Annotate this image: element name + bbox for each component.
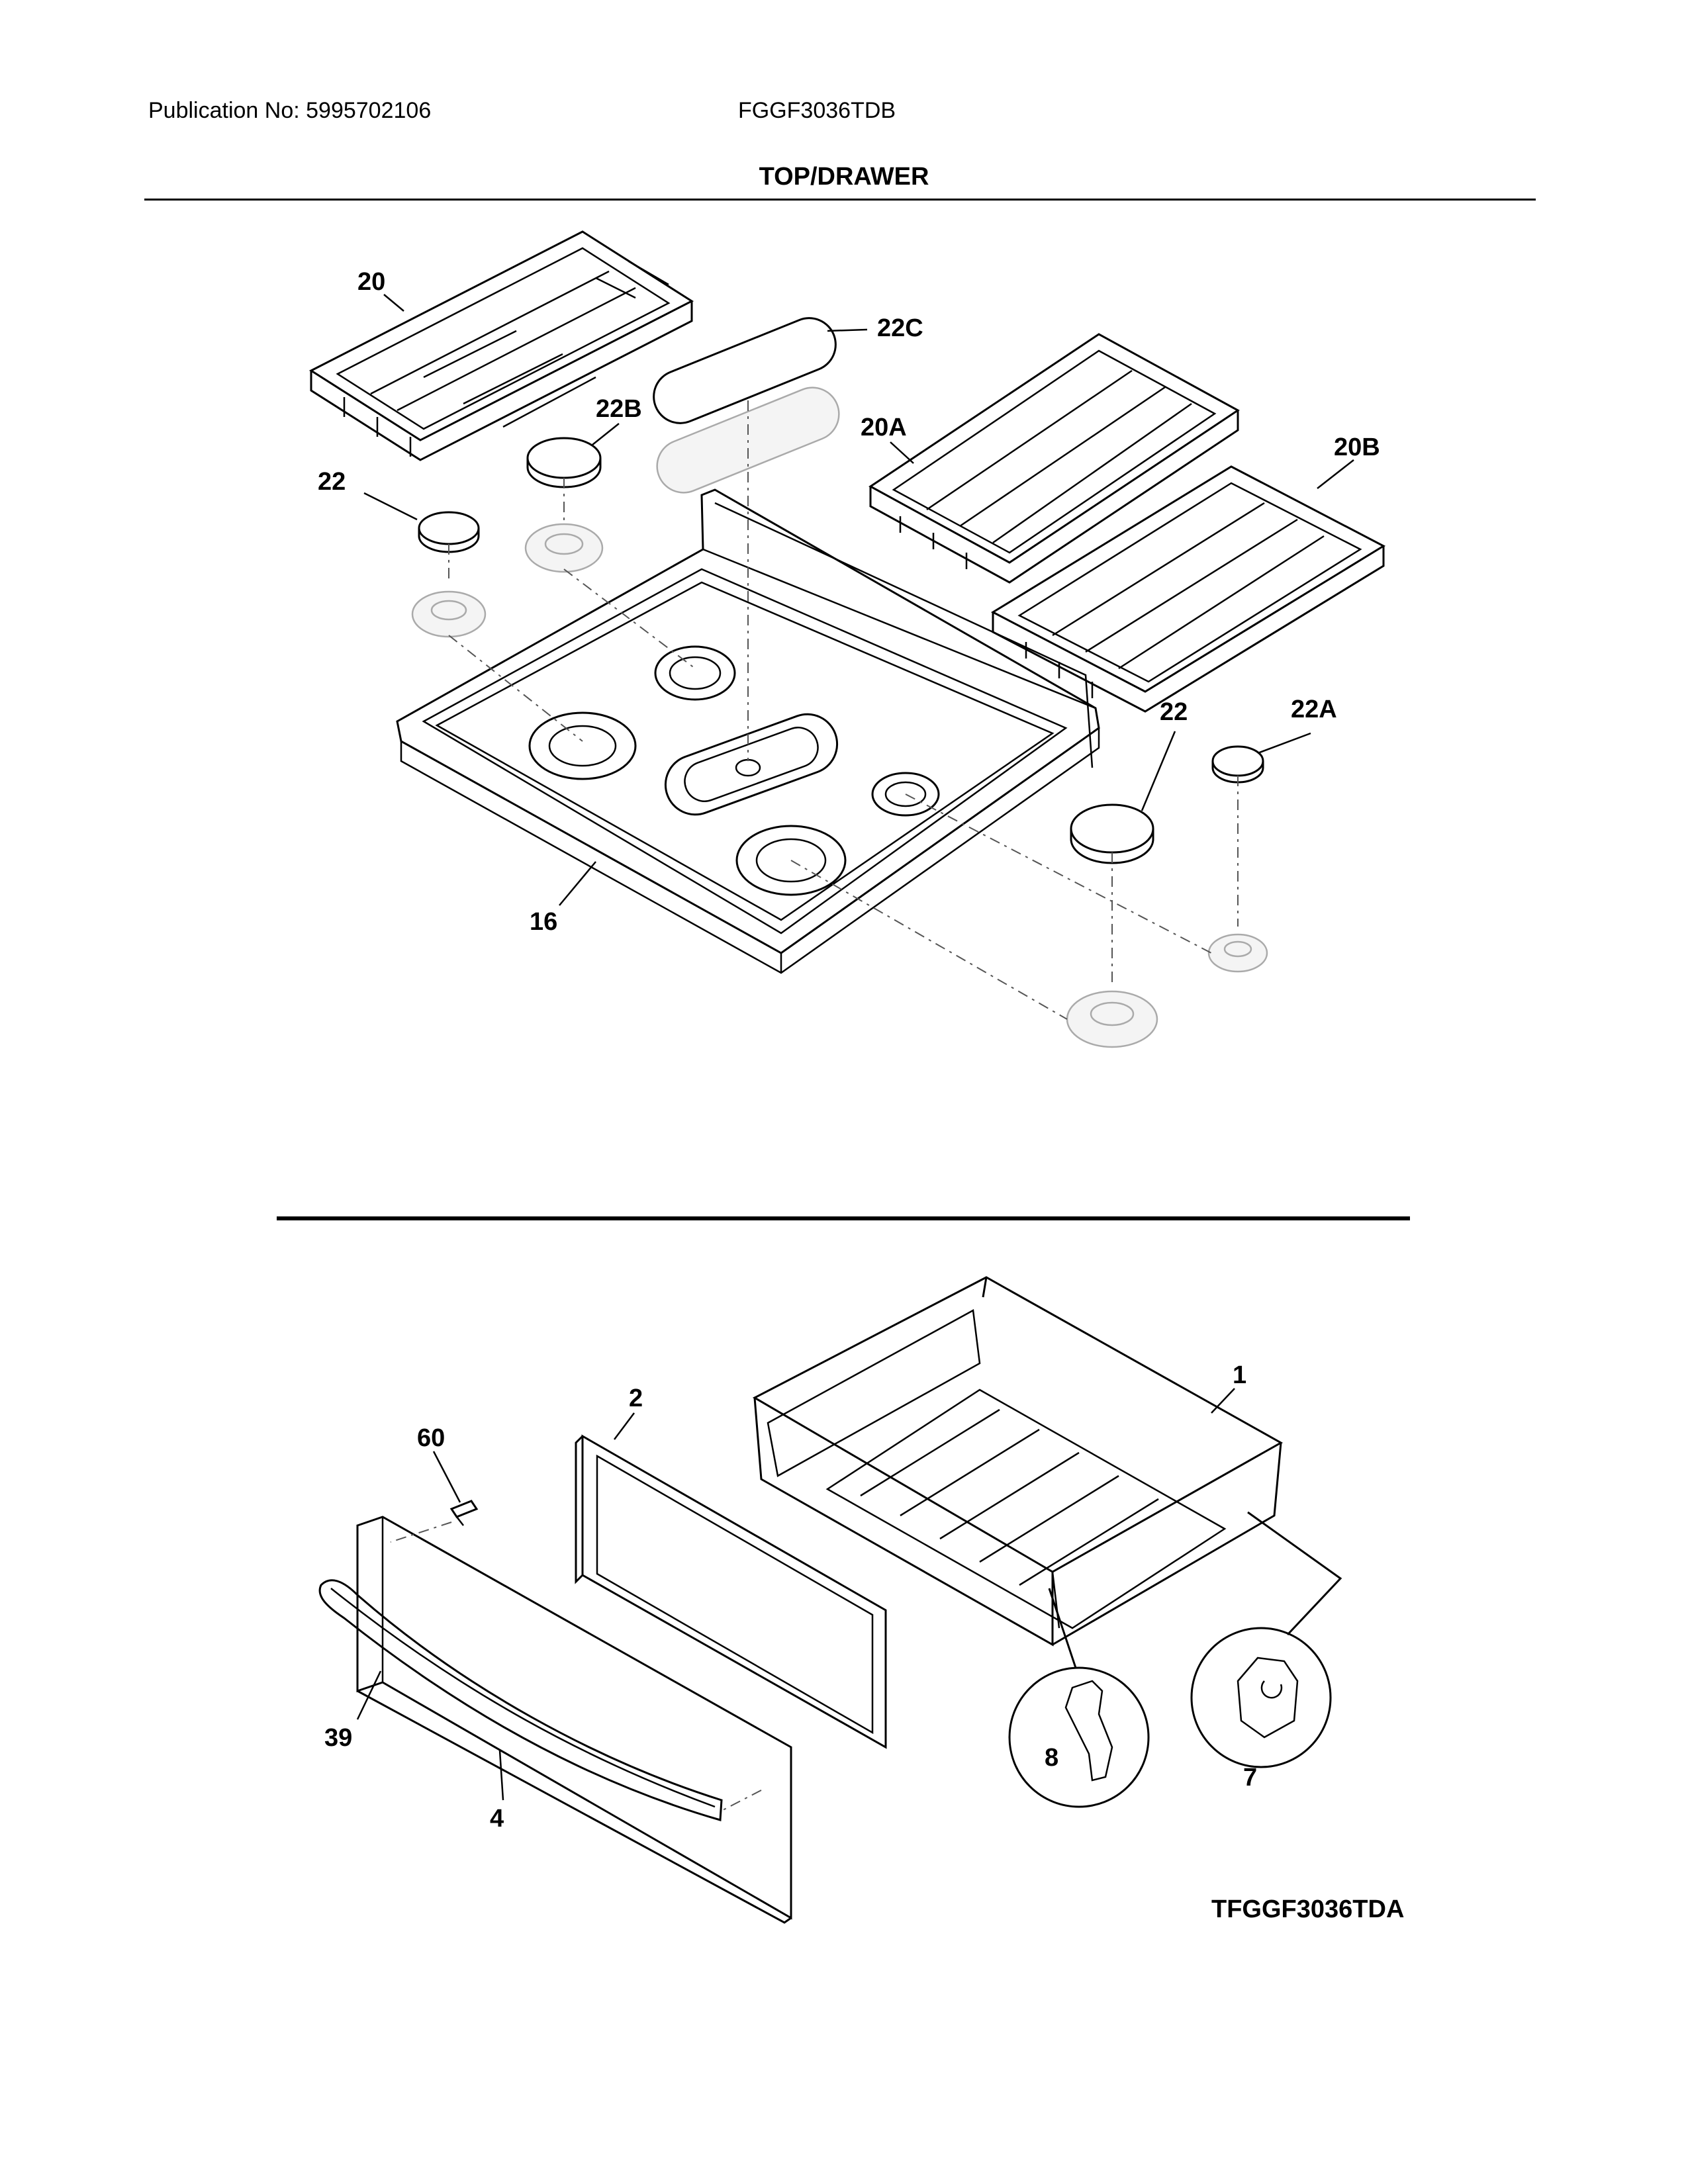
alignment-lines-top bbox=[448, 400, 1239, 1020]
section-divider bbox=[277, 1216, 1410, 1220]
alignment-lines-bottom bbox=[390, 1522, 762, 1811]
callout-22a: 22A bbox=[1291, 696, 1337, 723]
burner-cap-22c-oval bbox=[653, 317, 837, 424]
grate-left bbox=[308, 230, 694, 461]
detail-circle-7 bbox=[1190, 1627, 1332, 1768]
burner-well-center-oval bbox=[664, 713, 839, 816]
detail-leaders bbox=[1048, 1511, 1342, 1668]
callout-1: 1 bbox=[1233, 1361, 1246, 1389]
grate-20a bbox=[868, 333, 1240, 584]
callout-60: 60 bbox=[417, 1424, 445, 1452]
screw-60 bbox=[449, 1500, 479, 1526]
burner-well-back-left bbox=[654, 645, 736, 701]
callout-8: 8 bbox=[1045, 1744, 1058, 1772]
callout-4: 4 bbox=[490, 1805, 504, 1833]
callout-20a: 20A bbox=[861, 414, 907, 441]
callout-22-right: 22 bbox=[1160, 698, 1188, 726]
drawer-front-panel bbox=[356, 1516, 792, 1924]
header-rule bbox=[144, 199, 1536, 201]
callout-7: 7 bbox=[1243, 1764, 1257, 1792]
model-number: FGGF3036TDB bbox=[738, 98, 896, 123]
callout-22b: 22B bbox=[596, 395, 642, 423]
burner-well-back-right bbox=[871, 772, 940, 817]
drawer-body bbox=[752, 1276, 1284, 1647]
burner-head-ghost-22a bbox=[1207, 933, 1268, 973]
publication-number: Publication No: 5995702106 bbox=[148, 98, 432, 123]
section-title: TOP/DRAWER bbox=[759, 163, 929, 191]
drawer-handle bbox=[318, 1579, 723, 1821]
burner-well-front-right bbox=[735, 825, 847, 896]
callout-22-left: 22 bbox=[318, 468, 346, 496]
callout-20b: 20B bbox=[1334, 433, 1380, 461]
detail-circle-8 bbox=[1008, 1666, 1150, 1808]
grate-20b bbox=[990, 465, 1386, 713]
callout-20: 20 bbox=[357, 268, 385, 296]
callout-2: 2 bbox=[629, 1385, 643, 1412]
callout-22c: 22C bbox=[877, 314, 923, 342]
burner-head-ghost-22b bbox=[524, 523, 604, 573]
burner-head-ghost-left bbox=[411, 590, 487, 638]
burner-well-front-left bbox=[528, 711, 637, 780]
callout-16: 16 bbox=[530, 908, 557, 936]
drawer-liner-frame bbox=[575, 1434, 887, 1749]
leader-lines-bottom bbox=[356, 1388, 1235, 1801]
cooktop-main-top bbox=[396, 488, 1100, 974]
burner-head-ghost-right bbox=[1066, 990, 1158, 1048]
leader-lines-top bbox=[363, 294, 1354, 906]
callout-39: 39 bbox=[324, 1724, 352, 1752]
figure-code: TFGGF3036TDA bbox=[1211, 1895, 1405, 1923]
